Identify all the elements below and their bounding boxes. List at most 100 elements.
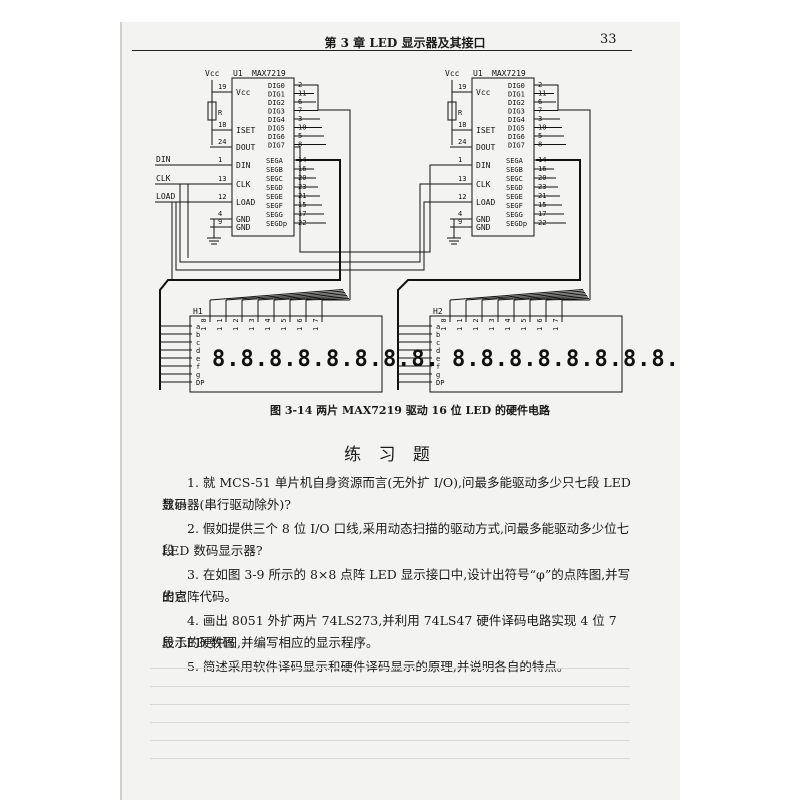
digit-bus-link <box>257 293 347 301</box>
left-pin-number: 1 <box>458 156 462 164</box>
dig-pin-name: DIG0 <box>508 82 525 90</box>
display-dig-label: 1 7 <box>552 318 560 331</box>
digit-bus-link <box>529 296 589 301</box>
display-digits: 8.8.8.8.8.8.8.8. <box>452 347 680 372</box>
display-dig-label: 1 2 <box>472 318 480 331</box>
digit-bus-link <box>273 295 348 301</box>
left-pin-number: 13 <box>458 175 466 183</box>
left-pin-name: Vcc <box>476 88 491 97</box>
exercise-5-line-1: 5. 简述采用软件译码显示和硬件译码显示的原理,并说明各自的特点。 <box>187 659 570 674</box>
display-seg-label: c <box>436 339 440 347</box>
wire-9 <box>550 84 591 300</box>
dig-pin-name: DIG2 <box>268 99 285 107</box>
exercise-4-line-2: 显示的硬件图,并编写相应的显示程序。 <box>162 635 379 650</box>
dig-pin-name: DIG6 <box>268 133 285 141</box>
display-seg-label: g <box>436 371 440 379</box>
chip-part: MAX7219 <box>252 69 286 78</box>
dig-pin-name: DIG3 <box>268 108 285 116</box>
display-digits: 8.8.8.8.8.8.8.8. <box>212 347 440 372</box>
digit-bus-link <box>241 292 346 301</box>
left-pin-number: 12 <box>458 193 466 201</box>
resistor-label: R <box>458 109 463 117</box>
left-pin-name: DOUT <box>476 143 495 152</box>
exercise-3-line-2: 的点阵代码。 <box>162 589 238 604</box>
dig-pin-name: DIG6 <box>508 133 525 141</box>
seg-pin-name: SEGE <box>506 193 523 201</box>
dig-pin-name: DIG0 <box>268 82 285 90</box>
display-ref: H1 <box>193 307 203 316</box>
left-pin-name: GND <box>236 223 251 232</box>
signal-label-clk: CLK <box>156 174 171 183</box>
seg-pin-name: SEGF <box>266 202 283 210</box>
display-body <box>429 315 623 393</box>
vcc-label: Vcc <box>445 69 460 78</box>
left-pin-name: GND <box>476 223 491 232</box>
chip-body <box>231 77 295 237</box>
digit-bus-link <box>225 290 345 301</box>
seg-pin-name: SEGB <box>266 166 283 174</box>
left-pin-number: 12 <box>218 193 226 201</box>
vcc-label: Vcc <box>205 69 220 78</box>
display-dig-label: 1 2 <box>232 318 240 331</box>
exercise-1-line-1: 1. 就 MCS-51 单片机自身资源而言(无外扩 I/O),问最多能驱动多少只… <box>162 475 631 512</box>
display-seg-label: c <box>196 339 200 347</box>
left-pin-name: LOAD <box>236 198 255 207</box>
signal-label-load: LOAD <box>156 192 175 201</box>
chip-ref: U1 <box>473 69 483 78</box>
display-dig-label: 1 6 <box>536 318 544 331</box>
left-pin-name: GND <box>236 215 251 224</box>
wire-2 <box>175 201 450 271</box>
wire-8 <box>310 84 351 300</box>
seg-pin-name: SEGG <box>266 211 283 219</box>
digit-bus-link <box>513 295 588 301</box>
wire-3 <box>294 146 450 253</box>
digit-bus-link <box>209 289 344 301</box>
display-seg-label: d <box>196 347 200 355</box>
display-seg-label: e <box>436 355 440 363</box>
digit-bus-link <box>305 298 350 301</box>
seg-pin-name: SEGG <box>506 211 523 219</box>
display-dig-label: 1 1 <box>456 318 464 331</box>
seg-pin-name: SEGA <box>506 157 524 165</box>
left-pin-number: 19 <box>458 83 466 91</box>
seg-pin-name: SEGDp <box>506 220 527 228</box>
display-dig-label: 1 4 <box>264 318 272 331</box>
exercise-4-line-1: 4. 画出 8051 外扩两片 74LS273,并利用 74LS47 硬件译码电… <box>162 613 617 650</box>
digit-bus-link <box>481 292 586 301</box>
display-dig-label: 1 3 <box>488 318 496 331</box>
display-dig-label: 1 0 <box>200 318 208 331</box>
chip-part: MAX7219 <box>492 69 526 78</box>
left-pin-name: DIN <box>476 161 491 170</box>
exercise-title: 练 习 题 <box>344 445 436 465</box>
seg-pin-name: SEGC <box>266 175 283 183</box>
iset-resistor <box>447 101 457 121</box>
seg-pin-name: SEGF <box>506 202 523 210</box>
digit-bus-link <box>497 293 587 301</box>
display-dig-label: 1 3 <box>248 318 256 331</box>
resistor-label: R <box>218 109 223 117</box>
display-seg-label: f <box>436 363 440 371</box>
left-pin-number: 18 <box>458 121 466 129</box>
seg-pin-name: SEGB <box>506 166 523 174</box>
dig-pin-name: DIG4 <box>508 116 525 124</box>
display-seg-label: a <box>436 323 440 331</box>
display-seg-label: b <box>436 331 440 339</box>
seg-pin-name: SEGA <box>266 157 284 165</box>
display-seg-label: a <box>196 323 200 331</box>
dig-pin-name: DIG3 <box>508 108 525 116</box>
figure-caption: 图 3-14 两片 MAX7219 驱动 16 位 LED 的硬件电路 <box>270 404 550 417</box>
left-pin-name: GND <box>476 215 491 224</box>
header-rule <box>132 50 632 51</box>
iset-resistor <box>207 101 217 121</box>
left-pin-number: 9 <box>218 218 222 226</box>
page-number: 33 <box>600 32 617 47</box>
left-pin-number: 9 <box>458 218 462 226</box>
wire-layer <box>155 84 591 390</box>
left-pin-number: 24 <box>218 138 226 146</box>
wire-7 <box>397 159 581 390</box>
